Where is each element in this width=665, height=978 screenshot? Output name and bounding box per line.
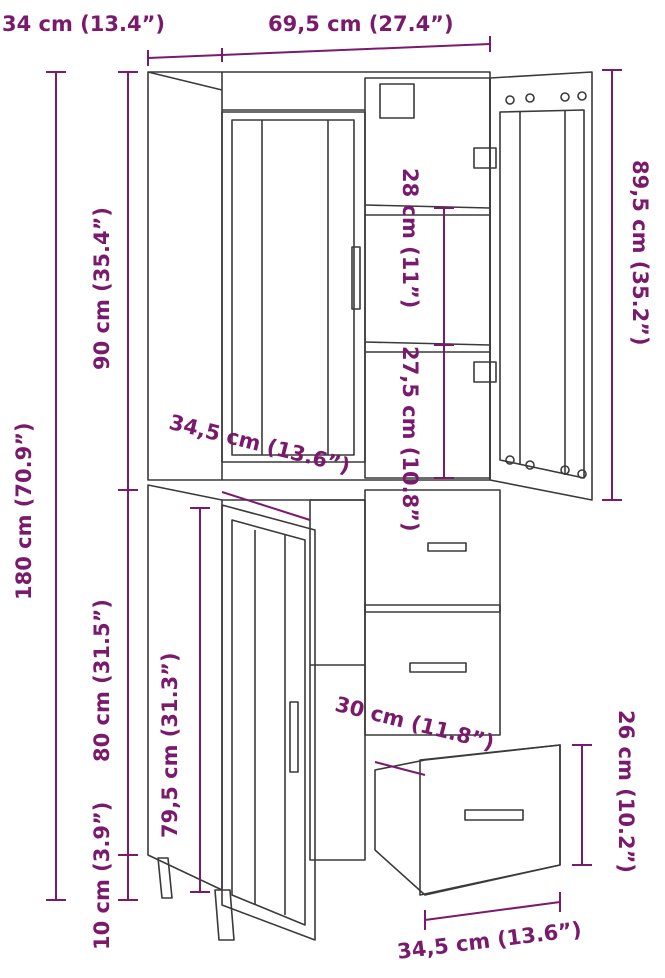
hinge-low bbox=[473, 361, 497, 383]
dim-drawer-height: 26 cm (10.2”) bbox=[614, 710, 638, 873]
dim-shelf-top: 28 cm (11”) bbox=[398, 168, 422, 309]
shelf-1 bbox=[364, 204, 491, 209]
hinge-top bbox=[379, 83, 415, 119]
upper-interior bbox=[364, 77, 491, 479]
upper-left-handle bbox=[351, 246, 361, 310]
drawer-2 bbox=[364, 604, 501, 736]
lower-left-door bbox=[221, 504, 316, 941]
dim-inner-lower-height: 79,5 cm (31.3”) bbox=[158, 652, 182, 838]
dim-top-depth: 34 cm (13.4”) bbox=[2, 12, 165, 36]
hinge-mid bbox=[473, 147, 497, 169]
leg-front bbox=[214, 889, 235, 941]
drawer-1 bbox=[364, 489, 501, 613]
dim-top-width: 69,5 cm (27.4”) bbox=[268, 12, 454, 36]
dimension-lines bbox=[46, 36, 622, 930]
shelf-2 bbox=[364, 341, 491, 346]
lower-interior bbox=[309, 499, 366, 861]
leg-back bbox=[157, 857, 173, 899]
dim-total-height: 180 cm (70.9”) bbox=[12, 422, 36, 600]
dim-upper-height: 90 cm (35.4”) bbox=[90, 207, 114, 370]
upper-right-door bbox=[489, 71, 593, 501]
cabinet-outline bbox=[147, 71, 593, 941]
lower-left-handle bbox=[289, 701, 299, 773]
dim-leg-height: 10 cm (3.9”) bbox=[90, 801, 114, 950]
dim-right-upper-height: 89,5 cm (35.2”) bbox=[628, 160, 652, 346]
dim-lower-height: 80 cm (31.5”) bbox=[90, 599, 114, 762]
upper-left-door bbox=[221, 111, 366, 463]
drawer-3-front bbox=[419, 744, 561, 896]
dim-shelf-bottom: 27,5 cm (10.8”) bbox=[398, 346, 422, 532]
